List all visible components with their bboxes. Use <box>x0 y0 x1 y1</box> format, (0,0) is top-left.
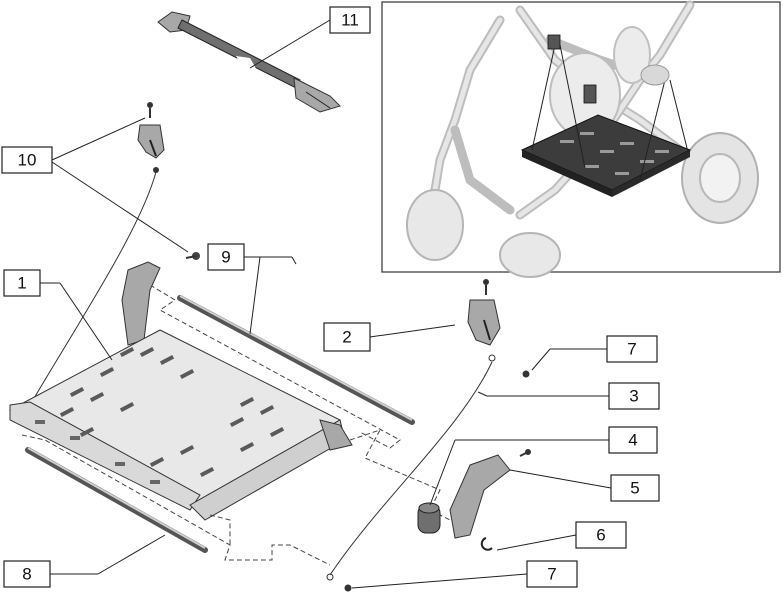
part-7-screws <box>344 370 530 592</box>
callout-8: 8 <box>3 560 51 588</box>
callout-10: 10 <box>1 146 53 174</box>
callout-10-label: 10 <box>18 151 37 170</box>
callout-2-label: 2 <box>342 328 351 347</box>
callout-11-label: 11 <box>341 11 359 30</box>
part-2-hook <box>467 279 501 346</box>
callout-2: 2 <box>323 322 371 352</box>
callout-3-label: 3 <box>629 387 638 406</box>
callout-11: 11 <box>329 6 371 34</box>
callout-7-bottom: 7 <box>526 560 578 588</box>
callout-7-top: 7 <box>606 335 658 363</box>
callout-7b-label: 7 <box>547 565 556 584</box>
callout-9-label: 9 <box>221 248 230 267</box>
callout-8-label: 8 <box>22 565 31 584</box>
part-9-rod <box>149 284 415 449</box>
part-4-cylinder <box>417 502 441 534</box>
callout-6: 6 <box>575 521 627 549</box>
leader-lines <box>40 19 612 589</box>
part-3-cable <box>326 354 496 581</box>
callout-1: 1 <box>3 269 41 297</box>
callout-4-label: 4 <box>628 431 637 450</box>
callout-9: 9 <box>207 243 245 271</box>
callout-4: 4 <box>608 426 658 454</box>
callout-5: 5 <box>610 474 660 502</box>
callout-7a-label: 7 <box>627 340 636 359</box>
callout-5-label: 5 <box>630 479 639 498</box>
callout-6-label: 6 <box>596 526 605 545</box>
part-11-strap <box>157 11 341 113</box>
part-6-clip <box>480 537 493 551</box>
inset-stroller-view <box>381 0 781 278</box>
part-1-basket-plate <box>8 261 353 521</box>
part-5-bracket <box>449 449 531 539</box>
callout-1-label: 1 <box>17 274 26 293</box>
part-10-hook <box>29 102 200 406</box>
callout-3: 3 <box>608 382 660 410</box>
